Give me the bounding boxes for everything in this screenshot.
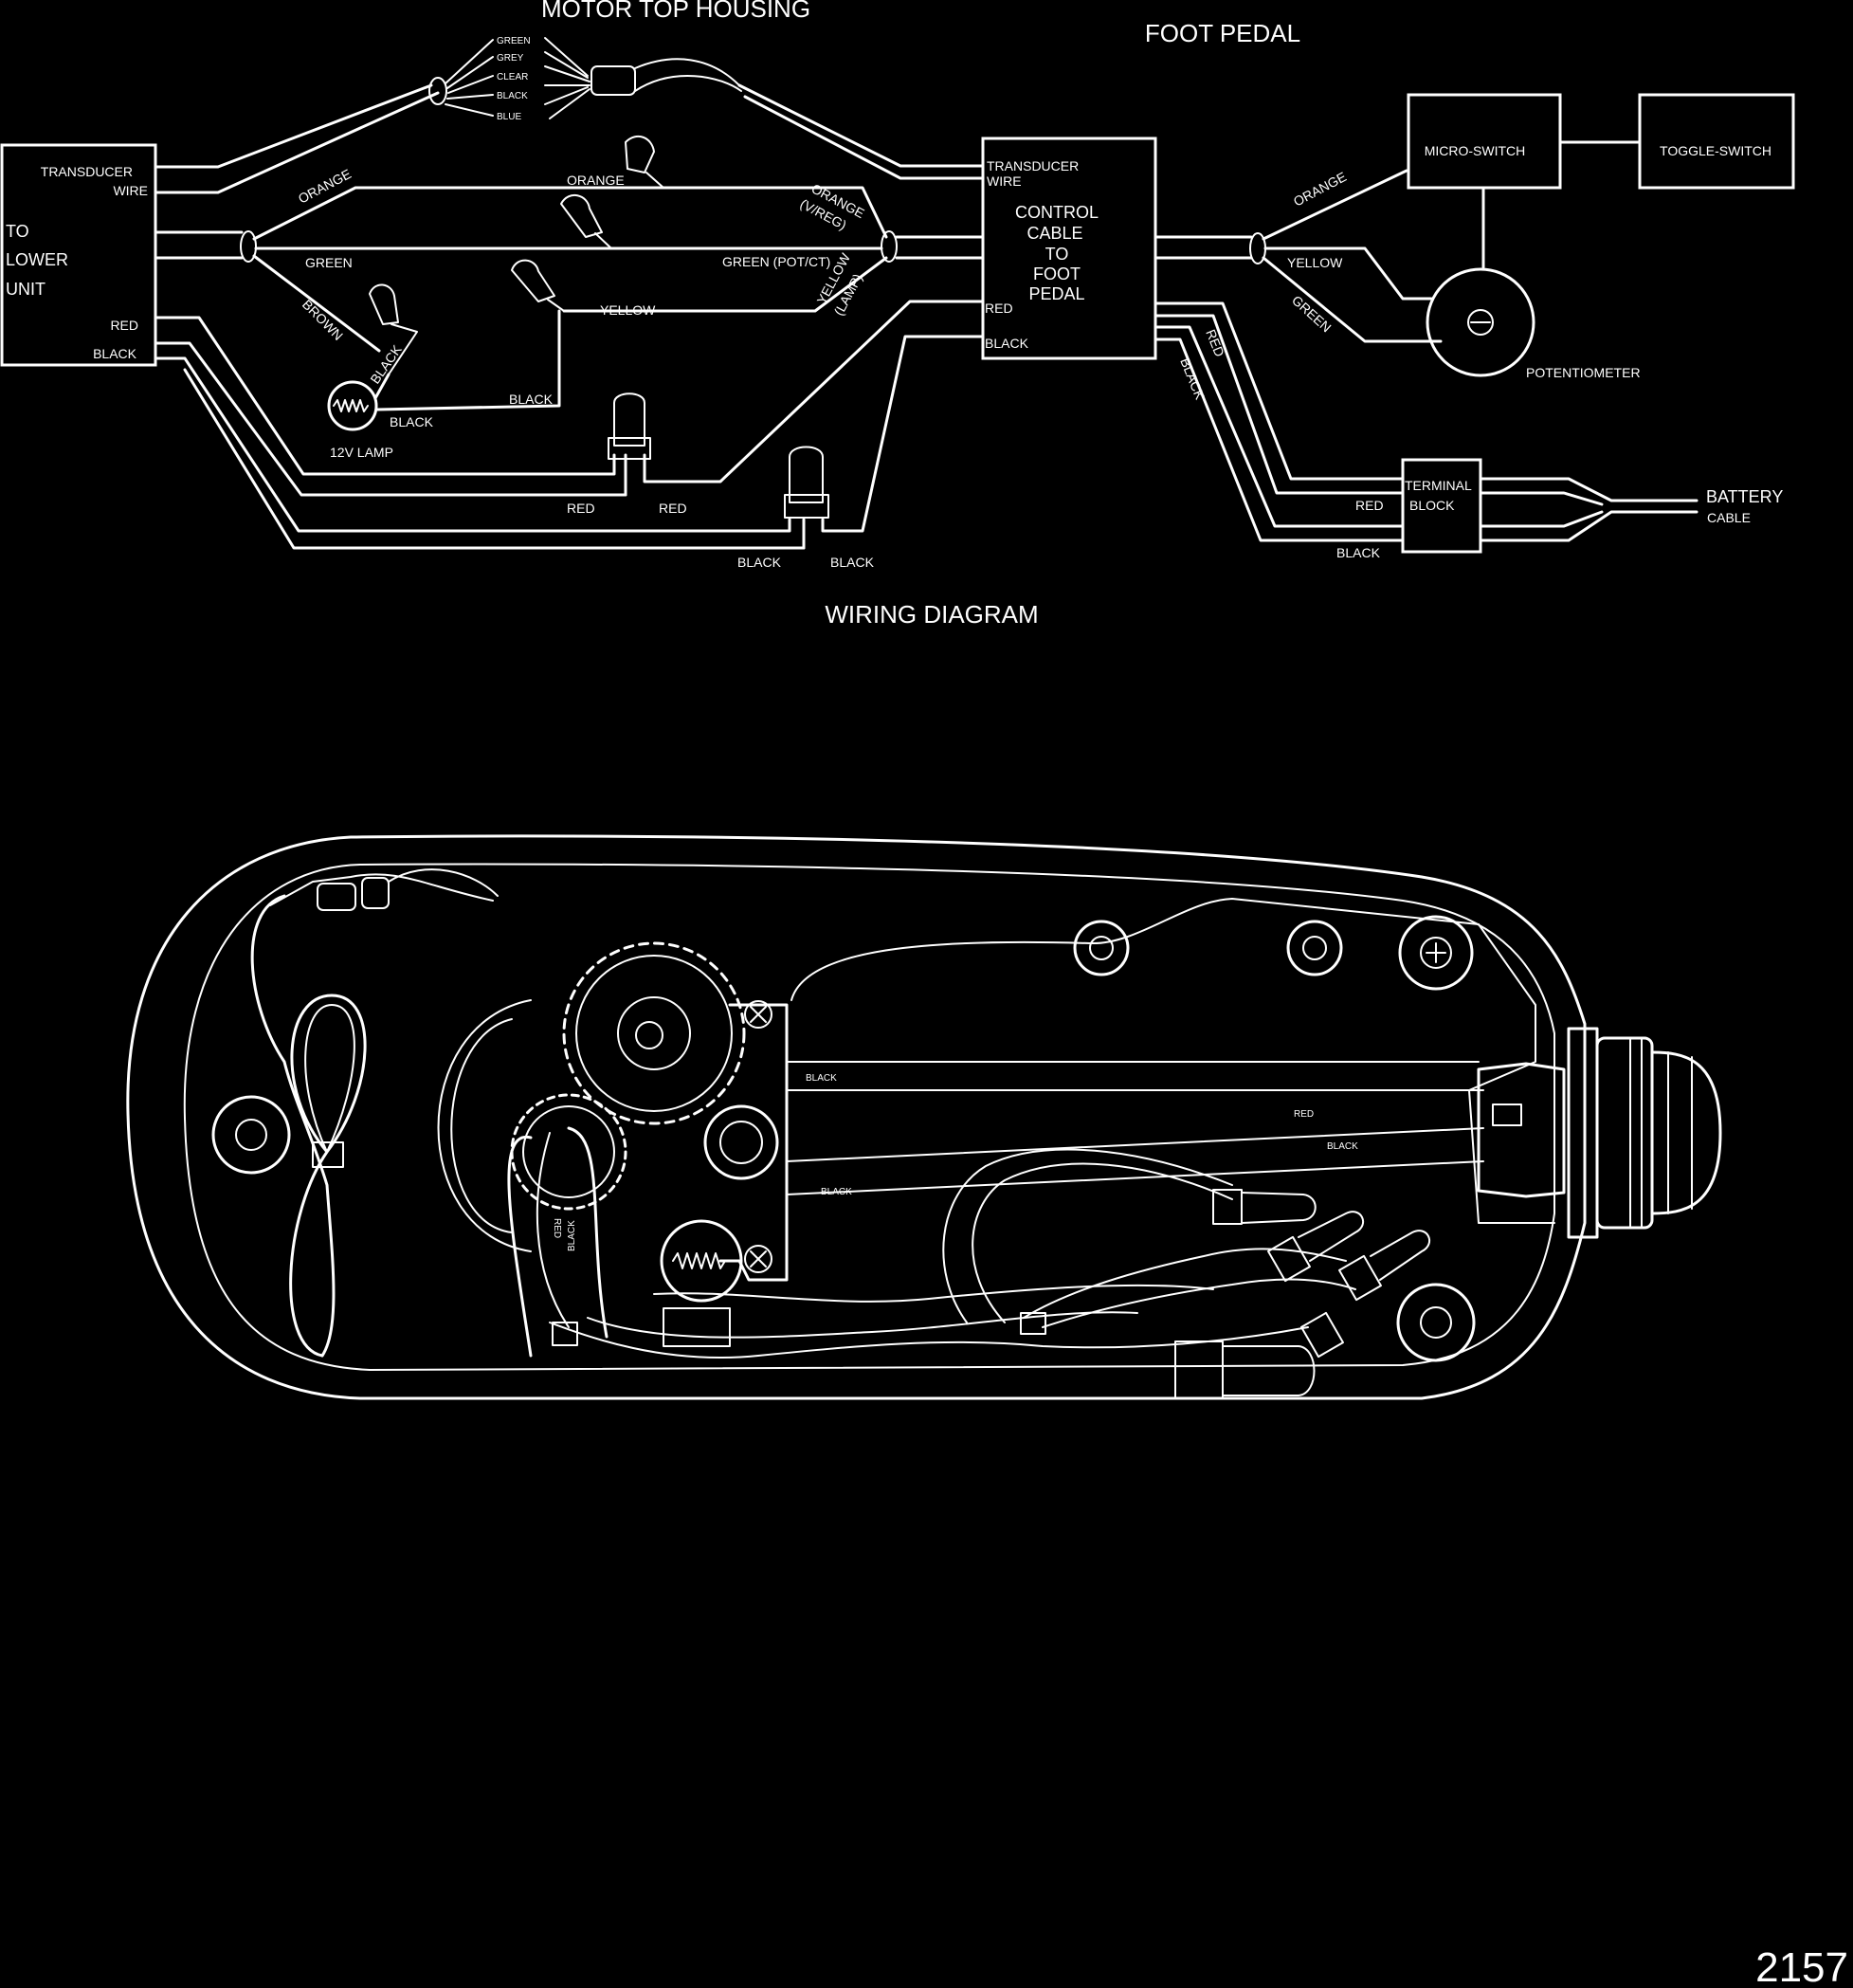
wire-nut-4	[369, 283, 418, 375]
toggle-switch-label: TOGGLE-SWITCH	[1660, 143, 1771, 158]
housing-black-a: BLACK	[806, 1073, 837, 1084]
mount-hole-1	[1073, 920, 1130, 976]
harness-connector-2	[1267, 1211, 1365, 1283]
wire-red-2: RED	[659, 501, 687, 516]
wire-black-1: BLACK	[737, 555, 782, 570]
black-connector	[784, 446, 829, 519]
micro-switch-box	[1407, 93, 1562, 190]
wire-green-left: GREEN	[305, 255, 353, 270]
housing-lamp	[660, 1219, 743, 1347]
lamp-label: 12V LAMP	[330, 445, 393, 460]
title-foot-pedal: FOOT PEDAL	[1145, 19, 1300, 47]
motor-bracket	[703, 1000, 789, 1282]
lower-unit-red-label: RED	[110, 318, 138, 333]
terminal-label: TERMINAL	[1405, 478, 1472, 493]
transducer-color-blue: BLUE	[497, 112, 521, 122]
wire-nut-1	[625, 135, 664, 189]
cable-grommet	[1477, 1062, 1566, 1198]
title-motor-top-housing: MOTOR TOP HOUSING	[541, 0, 810, 23]
transducer-color-black: BLACK	[497, 91, 528, 101]
control-black-label: BLACK	[985, 336, 1029, 351]
control-transducer-label: TRANSDUCER	[987, 158, 1079, 173]
housing-black-b: BLACK	[1327, 1141, 1358, 1152]
potentiometer	[1426, 267, 1535, 377]
housing-collar	[1567, 1027, 1722, 1239]
page-number: 2157	[1755, 1944, 1848, 1988]
wire-black-mid: BLACK	[509, 392, 554, 407]
title-wiring-diagram: WIRING DIAGRAM	[825, 600, 1038, 629]
mount-hole-4	[211, 1095, 291, 1175]
harness-connector-4	[1300, 1311, 1344, 1359]
housing-red-a: RED	[1294, 1109, 1314, 1120]
control-cable-box: TRANSDUCER WIRE CONTROL CABLE TO FOOT PE…	[981, 137, 1157, 360]
potentiometer-label: POTENTIOMETER	[1526, 365, 1641, 380]
battery-label: BATTERY	[1706, 487, 1783, 506]
block-label: BLOCK	[1409, 498, 1455, 513]
terminal-black-label: BLACK	[1336, 545, 1381, 560]
housing-red-vertical: RED	[552, 1218, 562, 1238]
terminal-block: TERMINAL BLOCK RED BLACK BATTERY CABLE	[1336, 458, 1783, 560]
lower-unit-unit-label: UNIT	[6, 280, 45, 299]
transducer-wire-route: GREEN GREY CLEAR BLACK BLUE	[154, 36, 985, 194]
harness-connector-5	[1174, 1341, 1316, 1399]
control-wire-label: WIRE	[987, 173, 1022, 189]
cable-tie-1	[1020, 1312, 1046, 1335]
housing-black-c: BLACK	[821, 1187, 852, 1197]
control-foot-label: FOOT	[1033, 264, 1081, 283]
mount-hole-2	[1286, 920, 1343, 976]
transducer-color-grey: GREY	[497, 53, 524, 64]
lower-unit-black-label: BLACK	[93, 346, 137, 361]
pedal-yellow: YELLOW	[1287, 255, 1343, 270]
harness-connector-3	[1338, 1230, 1431, 1302]
wire-yellow-mid: YELLOW	[600, 302, 656, 318]
control-to-label: TO	[1045, 245, 1069, 264]
red-connector	[608, 392, 651, 460]
wire-black-2: BLACK	[830, 555, 875, 570]
lamp-12v	[327, 309, 561, 431]
battery-cable-label: CABLE	[1707, 510, 1751, 525]
mount-hole-3	[1398, 915, 1474, 991]
motor-housing-drawing: BLACK RED BLACK BLACK RED BLACK	[126, 834, 1722, 1400]
lower-unit-lower-label: LOWER	[6, 250, 68, 269]
wire-nut-3	[511, 259, 565, 312]
transducer-color-green: GREEN	[497, 36, 531, 46]
wire-red-1: RED	[567, 501, 595, 516]
transducer-connector	[590, 65, 636, 96]
wire-black-lamp2: BLACK	[390, 414, 434, 429]
control-cable-label: CABLE	[1026, 224, 1082, 243]
micro-switch-label: MICRO-SWITCH	[1425, 143, 1526, 158]
terminal-red-label: RED	[1355, 498, 1384, 513]
harness-connector-1	[1212, 1189, 1317, 1225]
control-control-label: CONTROL	[1015, 203, 1099, 222]
mount-hole-5	[1396, 1283, 1476, 1362]
lower-unit-transducer-label: TRANSDUCER	[41, 164, 133, 179]
housing-outer-shell	[126, 834, 1587, 1400]
lower-unit-wire-label: WIRE	[113, 183, 148, 198]
transducer-loop	[250, 894, 336, 1358]
toggle-switch-box	[1638, 93, 1795, 190]
housing-black-vertical: BLACK	[567, 1220, 577, 1251]
drive-gear	[562, 941, 746, 1125]
lower-unit-to-label: TO	[6, 222, 29, 241]
control-red-label: RED	[985, 301, 1013, 316]
wire-orange-mid: ORANGE	[567, 173, 625, 188]
lower-unit-box: TRANSDUCER WIRE TO LOWER UNIT RED BLACK	[0, 143, 157, 367]
housing-inner-shell	[183, 863, 1555, 1371]
wire-nut-2	[560, 194, 612, 249]
control-pedal-label: PEDAL	[1028, 284, 1084, 303]
transducer-color-clear: CLEAR	[497, 72, 528, 82]
wire-green-pot: GREEN (POT/CT)	[722, 254, 830, 269]
cable-tie-2	[552, 1322, 578, 1346]
